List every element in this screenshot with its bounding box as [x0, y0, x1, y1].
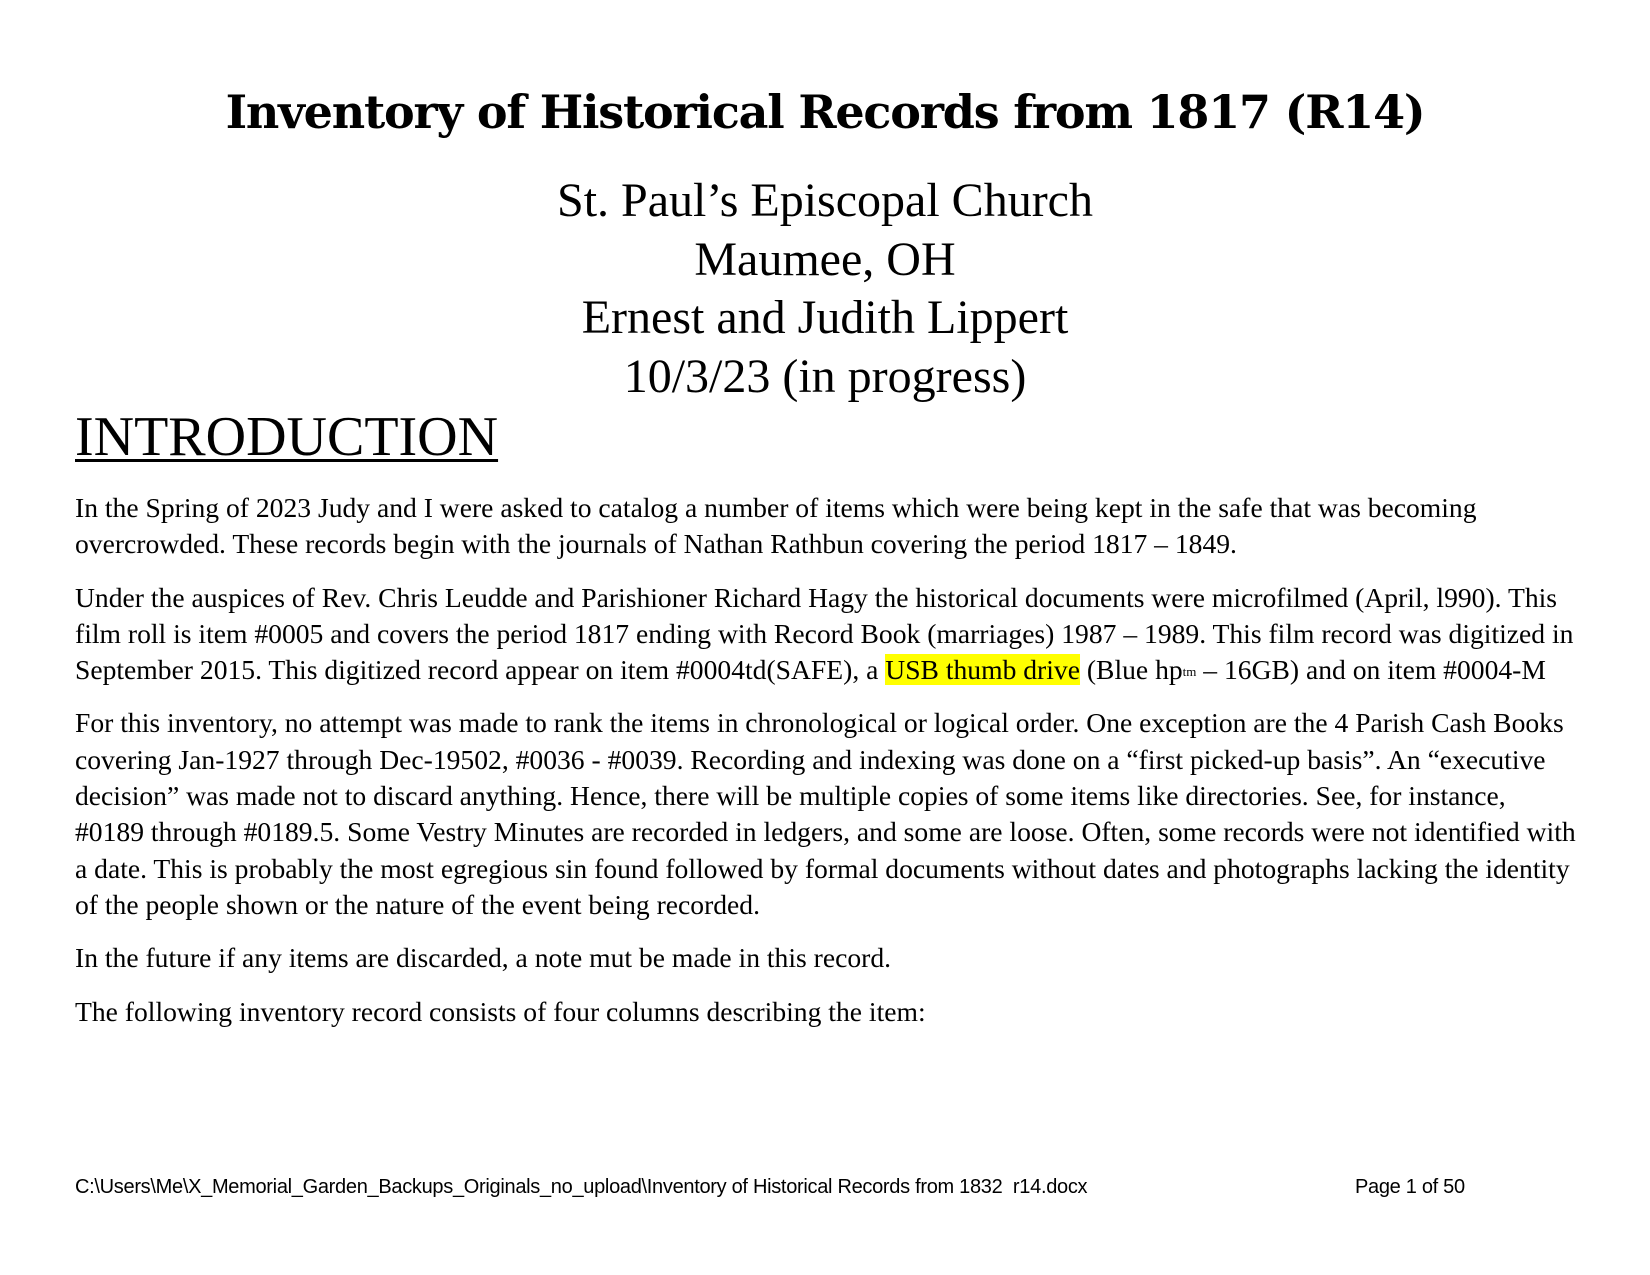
footer-page-number: Page 1 of 50 [1355, 1176, 1465, 1198]
section-heading-introduction: INTRODUCTION [75, 406, 499, 468]
paragraph-5: The following inventory record consists … [75, 995, 926, 1027]
trademark-superscript: tm [1182, 664, 1197, 680]
subtitle-block: St. Paul’s Episcopal Church Maumee, OH E… [0, 172, 1650, 406]
paragraph-2-text-middle: (Blue hp [1079, 654, 1183, 686]
introduction-body: In the Spring of 2023 Judy and I were as… [75, 490, 1580, 1047]
paragraph-2-text-start: Under the auspices of Rev. Chris Leudde … [75, 581, 1574, 686]
paragraph-1: In the Spring of 2023 Judy and I were as… [75, 492, 1477, 560]
paragraph-4: In the future if any items are discarded… [75, 942, 892, 974]
paragraph-2-text-end: – 16GB) and on item #0004-M [1196, 654, 1546, 686]
highlighted-text: USB thumb drive [885, 654, 1080, 686]
document-title: Inventory of Historical Records from 181… [225, 85, 1426, 139]
paragraph-2: Under the auspices of Rev. Chris Leudde … [75, 580, 1580, 689]
location: Maumee, OH [694, 232, 956, 286]
church-name: St. Paul’s Episcopal Church [557, 174, 1093, 227]
authors: Ernest and Judith Lippert [581, 291, 1069, 344]
paragraph-3: For this inventory, no attempt was made … [75, 707, 1576, 920]
document-date: 10/3/23 (in progress) [623, 349, 1027, 403]
footer-file-path: C:\Users\Me\X_Memorial_Garden_Backups_Or… [75, 1176, 1088, 1198]
